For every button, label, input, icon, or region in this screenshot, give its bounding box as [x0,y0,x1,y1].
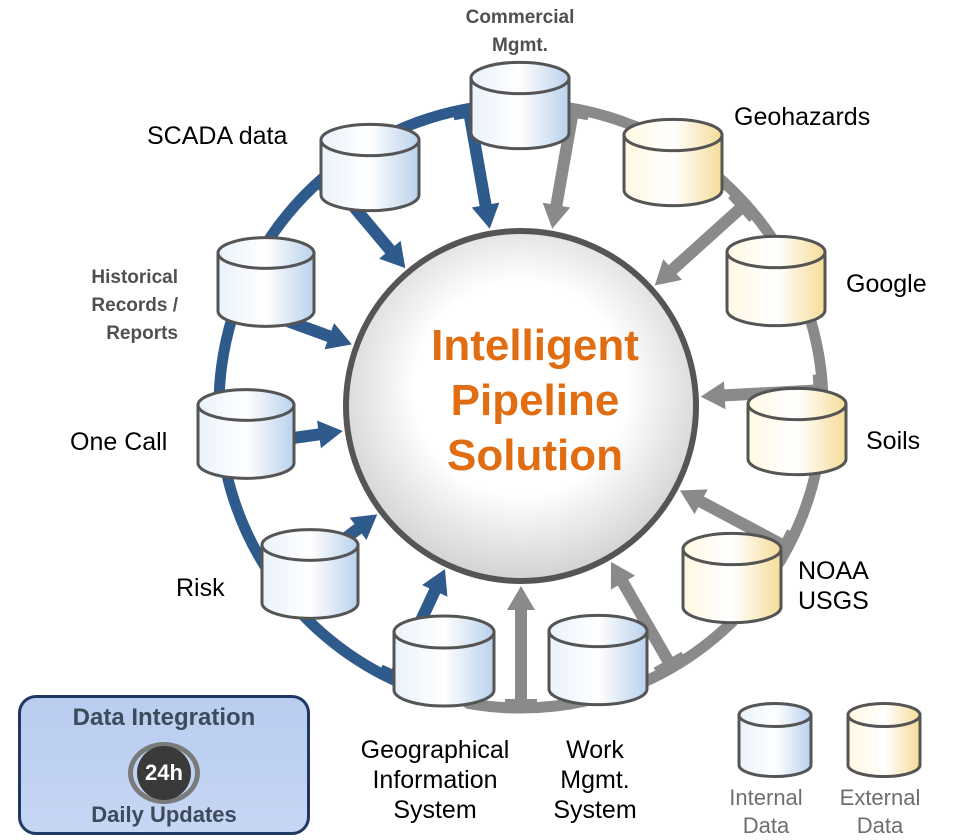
label-work: Work Mgmt. System [540,735,650,825]
label-soils: Soils [866,427,921,455]
label-usgs: USGS [798,587,869,615]
label-commercial-line-1: Commercial [465,7,575,28]
connector-risk-arrowhead [349,514,378,540]
daily-updates-label: Daily Updates [91,802,237,827]
legend-internal-line-2: Data [742,813,790,838]
legend-internal-label: Internal Data [722,784,810,840]
connector-one-call-arrowhead [317,420,343,449]
data-integration-box: Data Integration 24h Daily Updates [18,695,310,835]
label-historical-line-3: Reports [106,323,178,344]
label-work-line-2: Mgmt. [560,766,630,794]
connector-geohazards-tbar [728,191,757,222]
data-integration-title: Data Integration [72,704,256,731]
cylinder-geohazards [622,117,724,208]
cylinder-gis [392,614,496,708]
connector-commercial-right-arrowhead [542,202,571,229]
label-gis: Geographical Information System [340,735,530,825]
connector-geohazards-arrowhead [654,259,682,286]
refresh-cycle-icon [128,742,200,804]
connector-noaa-tbar [653,651,687,677]
connector-noaa-shaft [611,569,676,668]
cylinder-soils [746,386,848,477]
hub-circle [343,228,699,584]
connector-work-arrowhead [507,586,535,610]
label-commercial-line-2: Mgmt. [492,35,548,56]
cylinder-work [547,613,649,707]
connector-commercial-arrowhead [471,202,500,229]
label-gis-line-1: Geographical [360,736,510,764]
legend-internal-line-1: Internal [729,785,803,810]
cylinder-scada [319,122,421,213]
connector-geohazards-shaft [659,202,747,282]
legend-external-cylinder [846,701,922,778]
cylinder-risk [260,528,360,620]
label-historical: Historical Records / Reports [60,264,178,348]
cylinder-one-call [196,388,296,480]
legend-external-line-2: Data [856,813,904,838]
label-risk: Risk [176,574,225,602]
label-noaa: NOAA [798,557,869,585]
label-work-line-1: Work [566,736,624,764]
label-noaa-usgs: NOAA USGS [798,556,869,616]
legend-internal-cylinder [737,701,813,778]
legend-external-label: External Data [830,784,930,840]
label-commercial: Commercial Mgmt. [445,4,595,60]
cylinder-historical [216,236,316,328]
connector-gis-arrowhead [422,569,448,597]
hub-line-2: Pipeline [450,376,620,425]
connector-scada-arrowhead [379,240,406,269]
label-work-line-3: System [553,796,637,824]
label-gis-line-2: Information [372,766,498,794]
label-gis-line-3: System [393,796,477,824]
connector-noaa-arrowhead [610,561,636,590]
cylinder-google [725,234,827,328]
legend-external-line-1: External [839,785,921,810]
hub-line-1: Intelligent [431,321,639,370]
label-historical-line-2: Records / [91,295,178,316]
data-stores [196,60,922,778]
connector-soils-arrowhead [679,489,708,515]
cylinder-noaa [681,531,783,625]
connector-google-arrowhead [700,381,726,410]
label-historical-line-1: Historical [91,267,178,288]
connector-historical-arrowhead [324,323,352,350]
label-google: Google [846,270,927,298]
label-one-call: One Call [70,428,168,456]
24h-badge: 24h [137,746,191,800]
label-scada: SCADA data [147,122,288,150]
hub-title: Intelligent Pipeline Solution [370,318,700,483]
label-geohazards: Geohazards [734,103,871,131]
hub-line-3: Solution [447,431,623,480]
cylinder-commercial [469,60,571,151]
